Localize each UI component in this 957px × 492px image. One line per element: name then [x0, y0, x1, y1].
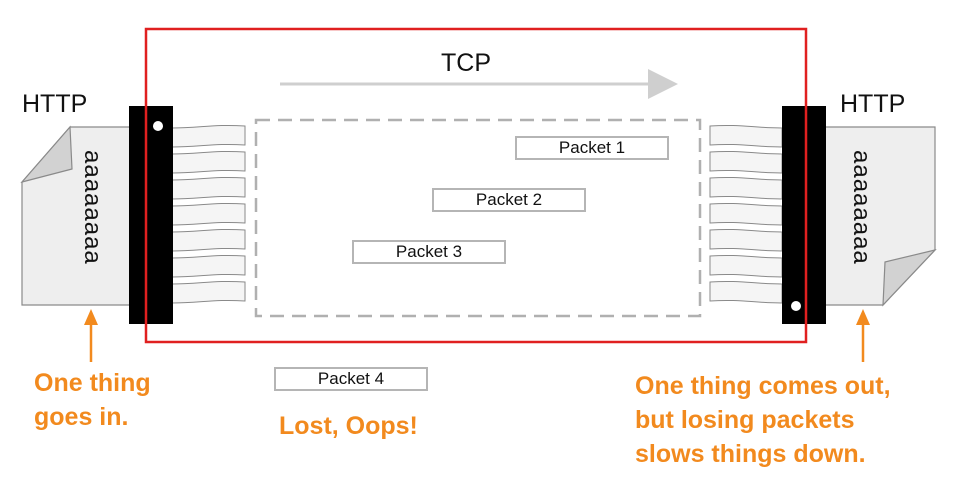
packet-1: Packet 1 [515, 136, 669, 160]
tcp-connection-box [144, 27, 808, 344]
output-arrow-icon [856, 309, 870, 362]
input-note: One thing goes in. [34, 369, 151, 431]
right-http-label: HTTP [840, 90, 906, 118]
right-connector-hole [790, 300, 802, 312]
lost-packet: Packet 4 [274, 367, 428, 391]
packet-transit-area [254, 118, 702, 318]
right-ribbon-strands [709, 124, 783, 304]
right-connector-bar [782, 106, 826, 324]
left-document-content: aaaaaaaa [79, 150, 106, 265]
left-connector-bar [129, 106, 173, 324]
input-arrow-icon [84, 309, 98, 362]
output-note: One thing comes out, but losing packets … [635, 372, 891, 468]
tcp-label: TCP [441, 49, 491, 77]
lost-note: Lost, Oops! [279, 412, 418, 440]
left-http-label: HTTP [22, 90, 88, 118]
left-document-icon [20, 125, 133, 306]
packet-2: Packet 2 [432, 188, 586, 212]
right-document-icon [823, 126, 937, 307]
right-document-content: aaaaaaaa [848, 150, 875, 265]
left-connector-hole [152, 120, 164, 132]
packet-3: Packet 3 [352, 240, 506, 264]
left-ribbon-strands [171, 124, 246, 304]
